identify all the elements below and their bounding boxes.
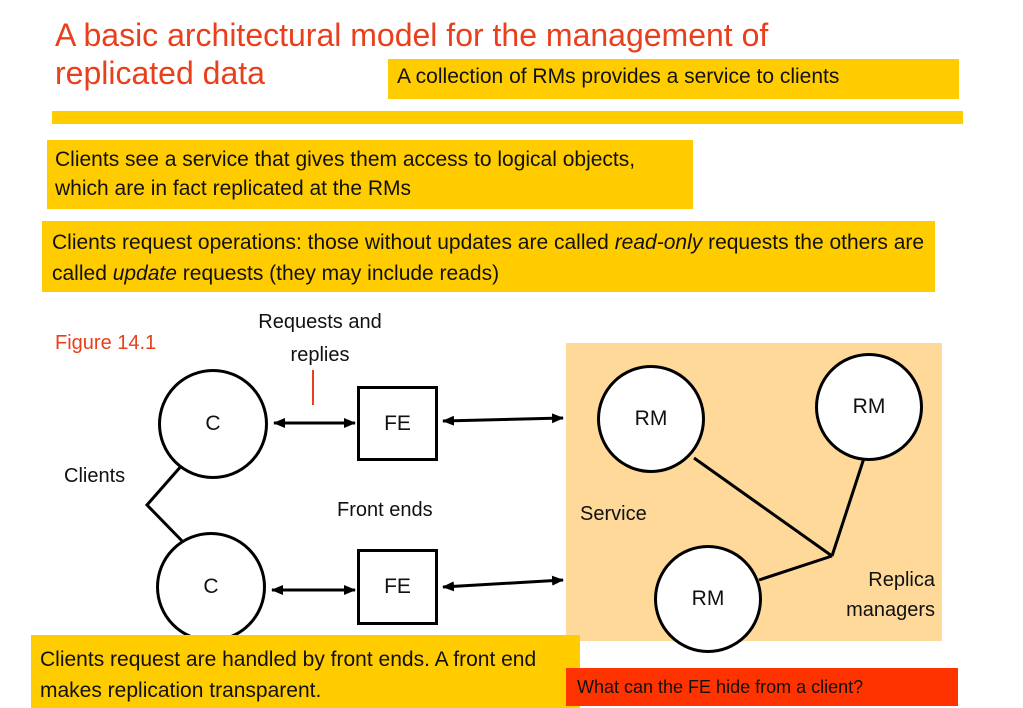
front-end-node-1: FE bbox=[357, 386, 438, 461]
figure-label: Figure 14.1 bbox=[55, 332, 157, 354]
note-readonly-term: read-only bbox=[614, 231, 703, 254]
note-clients-see-service: Clients see a service that gives them ac… bbox=[47, 140, 693, 209]
requests-replies-label: Requests and replies bbox=[258, 311, 382, 366]
fe1-service-arrow bbox=[442, 413, 564, 426]
note-request-text-2: requests the others are called bbox=[52, 231, 925, 285]
note-request-text-3: requests (they may include reads) bbox=[176, 262, 500, 285]
client-node-2: C bbox=[156, 532, 266, 642]
rm3-link bbox=[758, 554, 833, 582]
note-update-term: update bbox=[112, 262, 177, 285]
replica-manager-node-2: RM bbox=[815, 353, 923, 461]
replica-managers-label: Replica managers bbox=[846, 569, 935, 621]
title-divider bbox=[52, 111, 963, 124]
note-request-types: Clients request operations: those withou… bbox=[42, 221, 935, 292]
note-front-ends: Clients request are handled by front end… bbox=[31, 635, 580, 708]
client-node-1: C bbox=[158, 369, 268, 479]
note-request-text-1: Clients request operations: those withou… bbox=[52, 231, 615, 254]
service-label: Service bbox=[580, 503, 647, 525]
fe2-service-arrow bbox=[442, 575, 564, 592]
clients-bracket bbox=[144, 455, 192, 549]
front-ends-label: Front ends bbox=[337, 499, 433, 521]
replica-manager-node-1: RM bbox=[597, 365, 705, 473]
front-end-node-2: FE bbox=[357, 549, 438, 625]
rm1-link bbox=[693, 456, 833, 558]
question-box: What can the FE hide from a client? bbox=[566, 668, 958, 706]
slide-title: A basic architectural model for the mana… bbox=[55, 17, 769, 91]
replica-manager-node-3: RM bbox=[654, 545, 762, 653]
clients-label: Clients bbox=[64, 465, 126, 487]
rm2-link bbox=[830, 454, 867, 557]
subtitle-box: A collection of RMs provides a service t… bbox=[388, 59, 959, 99]
